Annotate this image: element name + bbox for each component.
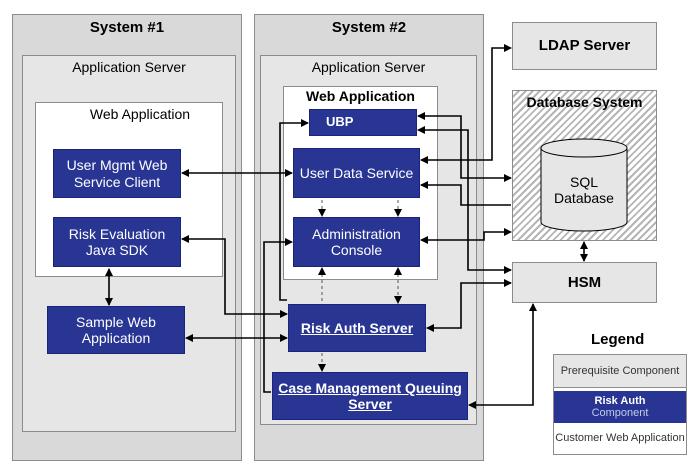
case-mgmt-server: Case Management Queuing Server bbox=[272, 372, 468, 420]
user-mgmt-client: User Mgmt Web Service Client bbox=[53, 149, 181, 198]
system-2-title: System #2 bbox=[331, 19, 407, 36]
user-data-service-label: User Data Service bbox=[299, 164, 414, 181]
database-system-label: Database System bbox=[526, 94, 643, 110]
legend-component: Risk Auth Component bbox=[554, 391, 686, 423]
case-mgmt-server-label: Case Management Queuing Server bbox=[278, 379, 462, 412]
risk-auth-server-label: Risk Auth Server bbox=[300, 319, 414, 336]
user-mgmt-client-label: User Mgmt Web Service Client bbox=[66, 157, 168, 190]
link-riskeval-riskauth bbox=[181, 235, 288, 318]
risk-eval-sdk-label: Risk Evaluation Java SDK bbox=[68, 225, 166, 258]
legend-panel: Prerequisite Component Risk Auth Compone… bbox=[553, 354, 687, 455]
link-ubp-hsm bbox=[417, 126, 512, 274]
legend-prerequisite: Prerequisite Component bbox=[554, 355, 686, 388]
risk-eval-sdk: Risk Evaluation Java SDK bbox=[53, 217, 181, 267]
sql-database-label: SQL Database bbox=[554, 173, 614, 206]
risk-auth-server: Risk Auth Server bbox=[288, 304, 426, 352]
link-ubp-db bbox=[417, 112, 512, 182]
system-2-web-app-label: Web Application bbox=[306, 88, 415, 104]
sql-database: SQL Database bbox=[541, 160, 627, 220]
legend-component-highlight: Risk Auth bbox=[594, 394, 646, 407]
link-userdata-ldap bbox=[420, 44, 512, 164]
admin-console-label: Administration Console bbox=[312, 225, 401, 258]
sample-web-app: Sample Web Application bbox=[47, 306, 185, 354]
ldap-server-label: LDAP Server bbox=[538, 37, 631, 55]
link-admin-db bbox=[420, 228, 512, 244]
link-riskauth-ubp bbox=[279, 119, 309, 301]
sql-database-icon bbox=[540, 138, 628, 232]
user-data-service: User Data Service bbox=[293, 148, 420, 198]
legend-prerequisite-label: Prerequisite Component bbox=[560, 364, 680, 377]
link-riskauth-hsm bbox=[426, 279, 512, 332]
system-2-app-server-label: Application Server bbox=[311, 59, 426, 75]
link-userdata-db bbox=[420, 181, 511, 206]
hsm: HSM bbox=[512, 262, 657, 303]
legend-title: Legend bbox=[591, 331, 645, 348]
ubp-component: UBP bbox=[309, 109, 417, 136]
system-1-app-server-label: Application Server bbox=[72, 59, 186, 75]
link-case-admin bbox=[263, 238, 293, 393]
system-1-title: System #1 bbox=[89, 19, 165, 36]
system-1-web-app-label: Web Application bbox=[89, 106, 191, 122]
legend-customer: Customer Web Application bbox=[554, 423, 686, 454]
sample-web-app-label: Sample Web Application bbox=[76, 313, 156, 346]
legend-component-label: Component bbox=[591, 407, 649, 419]
legend-customer-label: Customer Web Application bbox=[555, 432, 685, 445]
hsm-label: HSM bbox=[567, 273, 602, 291]
link-case-hsm bbox=[468, 303, 537, 409]
ldap-server: LDAP Server bbox=[512, 22, 657, 70]
ubp-label: UBP bbox=[326, 114, 354, 130]
